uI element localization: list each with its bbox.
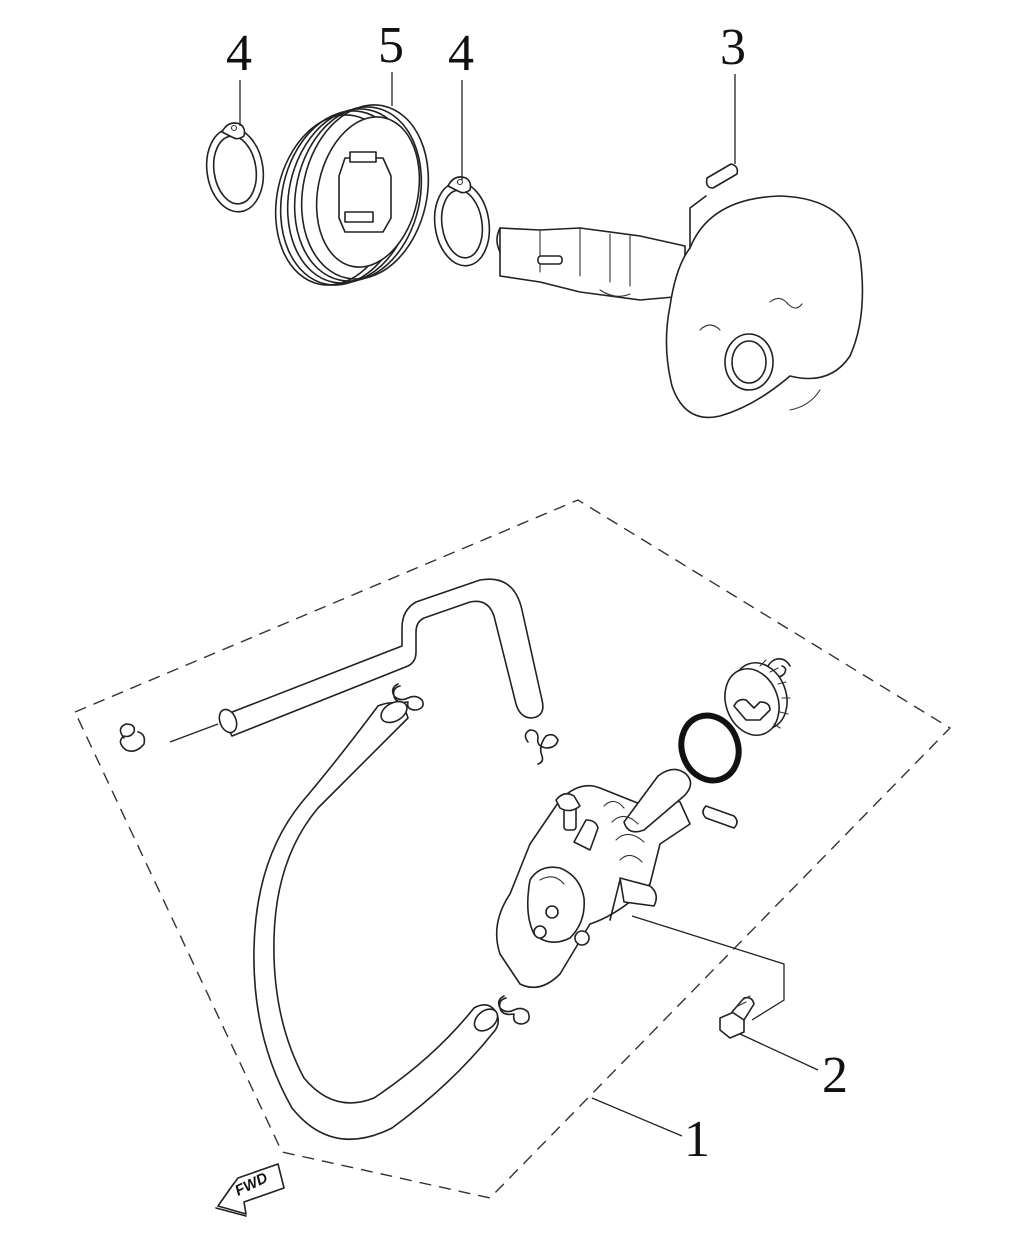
circlip-left bbox=[205, 122, 265, 213]
leader-1 bbox=[591, 1097, 683, 1137]
callout-3: 3 bbox=[720, 19, 746, 76]
hose-clamp-3 bbox=[524, 729, 559, 765]
hose-clamp-2 bbox=[391, 683, 424, 711]
callout-5: 5 bbox=[378, 17, 404, 74]
callout-2: 2 bbox=[822, 1047, 848, 1104]
callout-4-left: 4 bbox=[226, 25, 252, 82]
hose-clamp-4 bbox=[497, 995, 530, 1025]
callout-4-right: 4 bbox=[448, 25, 474, 82]
lower-hose bbox=[253, 700, 500, 1140]
kit-boundary bbox=[74, 499, 952, 1199]
upper-hose bbox=[169, 578, 544, 743]
callout-1: 1 bbox=[684, 1111, 710, 1168]
fwd-arrow-icon: FWD bbox=[215, 1163, 285, 1217]
leader-pump-to-bolt bbox=[631, 915, 785, 1021]
drive-gear bbox=[724, 659, 791, 736]
pulley-gear bbox=[274, 104, 430, 286]
o-ring bbox=[678, 712, 742, 784]
dowel-pin bbox=[702, 805, 738, 829]
circlip-right bbox=[433, 176, 491, 267]
hose-clamp-1 bbox=[119, 723, 146, 752]
pin bbox=[705, 163, 739, 189]
bolt bbox=[719, 995, 755, 1039]
leader-2 bbox=[739, 1033, 819, 1071]
pump-body bbox=[495, 768, 692, 989]
shaft-with-housing bbox=[496, 195, 864, 419]
